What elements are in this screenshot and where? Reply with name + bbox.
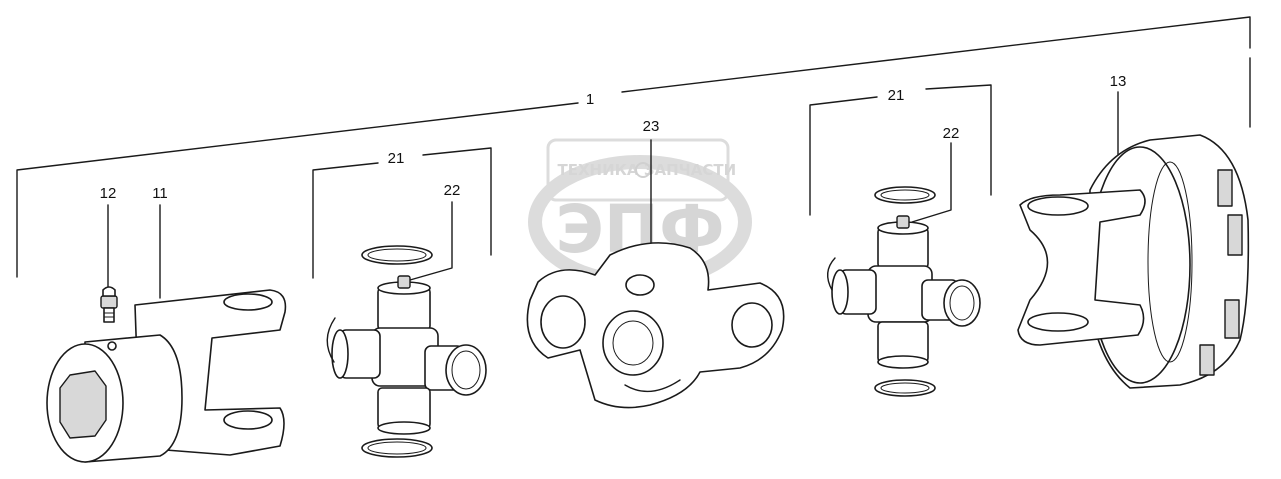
callout-grease-nipple: 12 [100, 185, 117, 202]
cross-kit-bracket-right: 21 [809, 84, 992, 216]
cross-kit-left-part: 22 [326, 182, 487, 458]
callout-assembly: 1 [586, 91, 594, 108]
callout-nipple-left: 22 [444, 182, 461, 199]
callout-cross-kit-right: 21 [888, 87, 905, 104]
callout-yoke: 11 [152, 185, 168, 202]
grease-nipple-part: 12 [100, 185, 118, 323]
clutch-yoke-part: 13 [1017, 73, 1250, 389]
callout-center-body: 23 [643, 118, 660, 135]
yoke-part: 11 [46, 185, 287, 463]
cross-kit-right-part: 22 [827, 125, 981, 397]
callout-cross-kit-left: 21 [388, 150, 405, 167]
watermark-top-right: ЗАПЧАСТИ [644, 161, 736, 179]
assembly-bracket: 1 [16, 16, 1251, 278]
gear-icon [635, 162, 651, 178]
callout-clutch-yoke: 13 [1110, 73, 1127, 90]
cross-kit-bracket-left: 21 [312, 147, 492, 279]
center-body-part: 23 [526, 118, 785, 409]
callout-nipple-right: 22 [943, 125, 960, 142]
watermark-top-left: ТЕХНИКА [557, 161, 638, 179]
